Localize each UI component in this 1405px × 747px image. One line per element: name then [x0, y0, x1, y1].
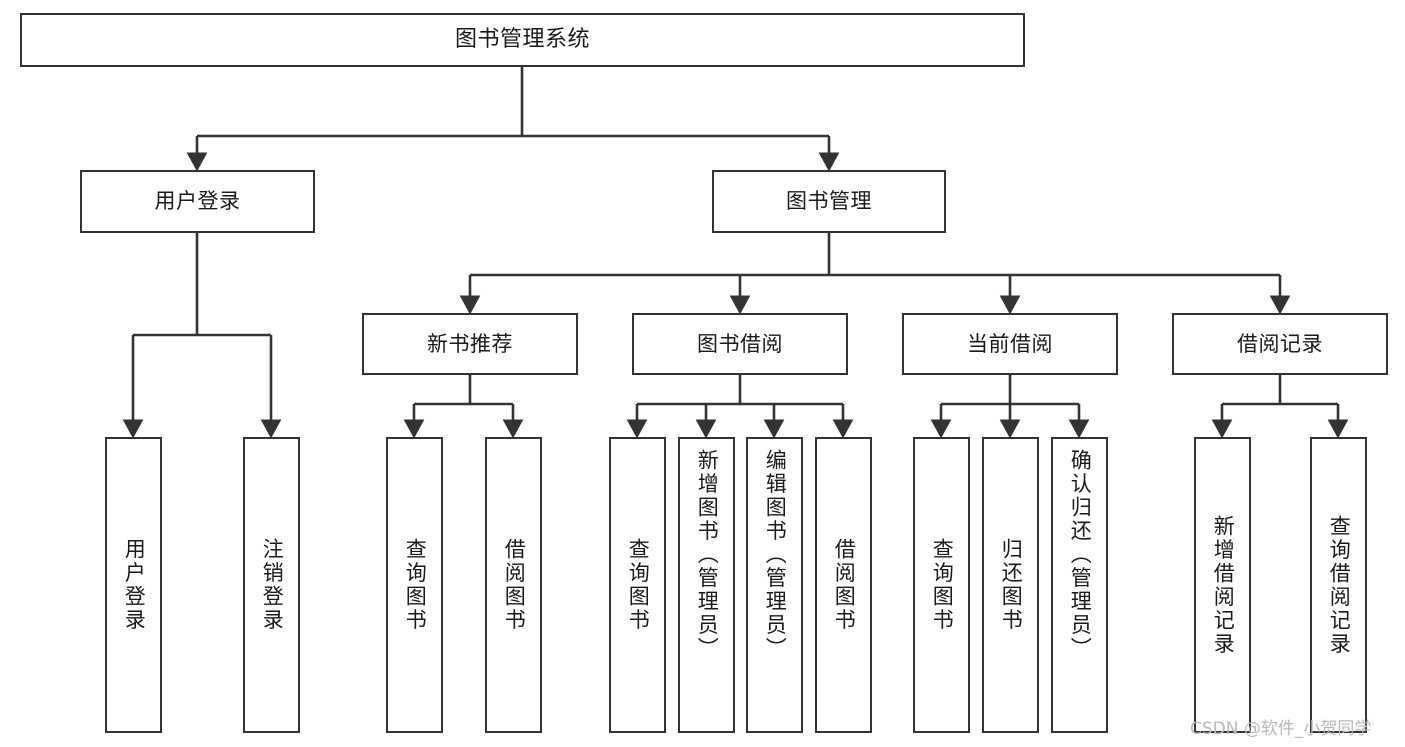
node-label: 借阅图书: [832, 538, 857, 632]
node-label: 图书管理系统: [454, 27, 590, 53]
leaf-borrow-query-book[interactable]: 查询图书: [609, 437, 666, 733]
node-label: 借阅图书: [502, 538, 527, 632]
leaf-recommend-borrow-book[interactable]: 借阅图书: [485, 437, 542, 733]
node-user-login[interactable]: 用户登录: [80, 170, 315, 233]
leaf-borrow-add-book-admin[interactable]: 新增图书（管理员）: [678, 437, 735, 733]
node-label: 归还图书: [999, 538, 1024, 632]
leaf-borrow-lend-book[interactable]: 借阅图书: [815, 437, 872, 733]
node-label: 图书管理: [786, 189, 872, 214]
leaf-current-query-book[interactable]: 查询图书: [913, 437, 970, 733]
node-new-book-recommend[interactable]: 新书推荐: [362, 313, 578, 375]
leaf-user-login[interactable]: 用户登录: [105, 437, 162, 733]
node-label: 确认归还（管理员）: [1068, 449, 1093, 661]
node-label: 新增借阅记录: [1211, 514, 1236, 656]
node-label: 新增图书（管理员）: [695, 449, 720, 661]
node-label: 注销登录: [260, 538, 285, 632]
csdn-watermark: CSDN @软件_小贺同学: [1190, 719, 1372, 739]
node-label: 用户登录: [122, 538, 147, 632]
node-book-manage[interactable]: 图书管理: [712, 170, 946, 233]
leaf-record-query-borrow-record[interactable]: 查询借阅记录: [1310, 437, 1367, 733]
leaf-current-confirm-return-admin[interactable]: 确认归还（管理员）: [1051, 437, 1108, 733]
leaf-record-add-borrow-record[interactable]: 新增借阅记录: [1194, 437, 1251, 733]
node-label: 借阅记录: [1237, 331, 1323, 356]
node-book-borrow[interactable]: 图书借阅: [632, 313, 848, 375]
node-label: 当前借阅: [967, 331, 1053, 356]
node-label: 查询借阅记录: [1327, 514, 1352, 656]
leaf-recommend-query-book[interactable]: 查询图书: [386, 437, 443, 733]
node-label: 图书借阅: [697, 331, 783, 356]
leaf-borrow-edit-book-admin[interactable]: 编辑图书（管理员）: [746, 437, 803, 733]
node-label: 编辑图书（管理员）: [763, 449, 788, 661]
node-root-system[interactable]: 图书管理系统: [20, 13, 1025, 67]
leaf-current-return-book[interactable]: 归还图书: [982, 437, 1039, 733]
node-label: 查询图书: [403, 538, 428, 632]
node-label: 用户登录: [154, 189, 241, 214]
node-current-borrow[interactable]: 当前借阅: [902, 313, 1118, 375]
leaf-user-logout[interactable]: 注销登录: [243, 437, 300, 733]
node-borrow-record[interactable]: 借阅记录: [1172, 313, 1388, 375]
node-label: 查询图书: [626, 538, 651, 632]
node-label: 新书推荐: [427, 331, 513, 356]
node-label: 查询图书: [930, 538, 955, 632]
